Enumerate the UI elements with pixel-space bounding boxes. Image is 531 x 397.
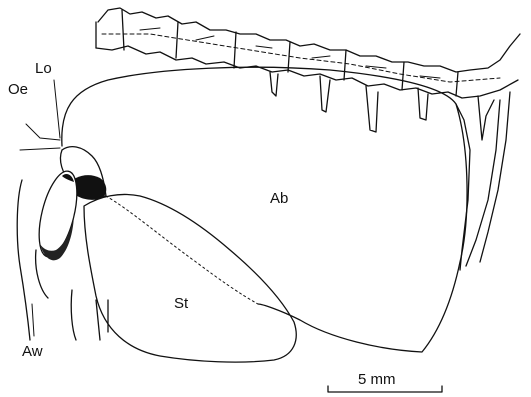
- aw-pointer-line: [32, 304, 34, 336]
- scale-bar: 5 mm: [328, 371, 442, 392]
- oval-structure: [32, 167, 84, 260]
- label-ab: Ab: [270, 190, 288, 207]
- lo-pointer-line: [54, 80, 60, 138]
- label-oe: Oe: [8, 81, 28, 98]
- dotted-boundary-line: [106, 196, 258, 304]
- label-aw: Aw: [22, 343, 43, 360]
- stomach-outline: [84, 194, 296, 362]
- label-lo: Lo: [35, 60, 52, 77]
- vertebral-column: [96, 8, 520, 266]
- oe-pointer-line-2: [20, 148, 60, 150]
- abdomen-outline: [62, 67, 467, 352]
- scale-bar-label: 5 mm: [358, 371, 396, 388]
- label-st: St: [174, 295, 189, 312]
- oe-pointer-line: [26, 124, 60, 140]
